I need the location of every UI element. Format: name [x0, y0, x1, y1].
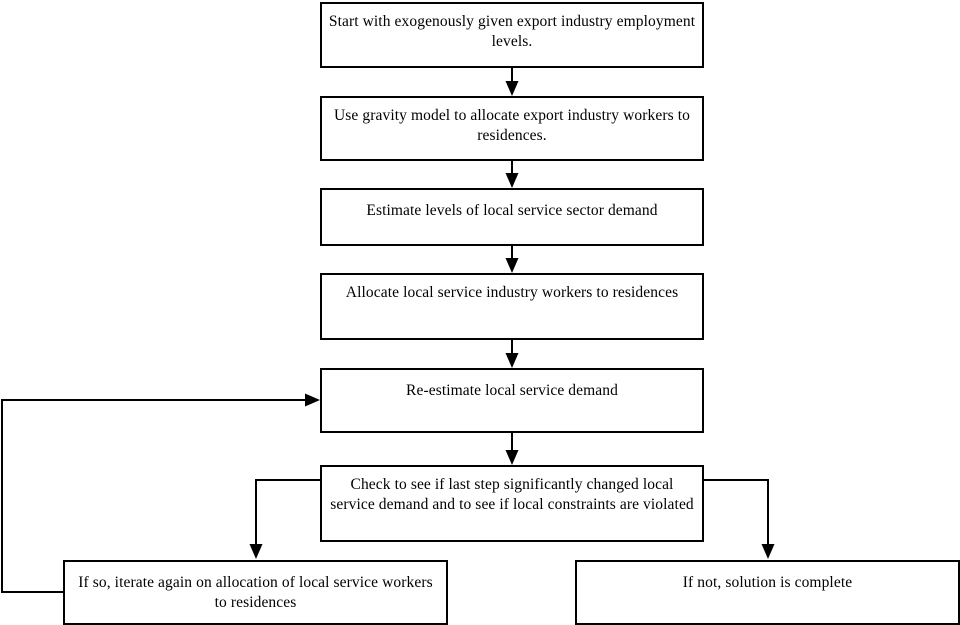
edge-reestimate-to-check	[505, 433, 519, 465]
edge-start-to-gravity	[505, 68, 519, 96]
node-reestimate-demand[interactable]: Re-estimate local service demand	[320, 368, 704, 433]
node-allocate-workers[interactable]: Allocate local service industry workers …	[320, 273, 704, 340]
node-estimate-demand[interactable]: Estimate levels of local service sector …	[320, 188, 704, 246]
edge-gravity-to-estimate	[505, 161, 519, 188]
node-start[interactable]: Start with exogenously given export indu…	[320, 2, 704, 68]
edge-estimate-to-allocate	[505, 246, 519, 273]
node-if-so-iterate[interactable]: If so, iterate again on allocation of lo…	[63, 560, 448, 625]
node-if-not-complete[interactable]: If not, solution is complete	[575, 560, 960, 625]
edge-allocate-to-reestimate	[505, 340, 519, 368]
node-gravity-model[interactable]: Use gravity model to allocate export ind…	[320, 96, 704, 161]
edge-check-to-if-so	[249, 479, 320, 559]
node-check-convergence[interactable]: Check to see if last step significantly …	[320, 465, 704, 542]
edge-check-to-if-not	[704, 479, 775, 559]
